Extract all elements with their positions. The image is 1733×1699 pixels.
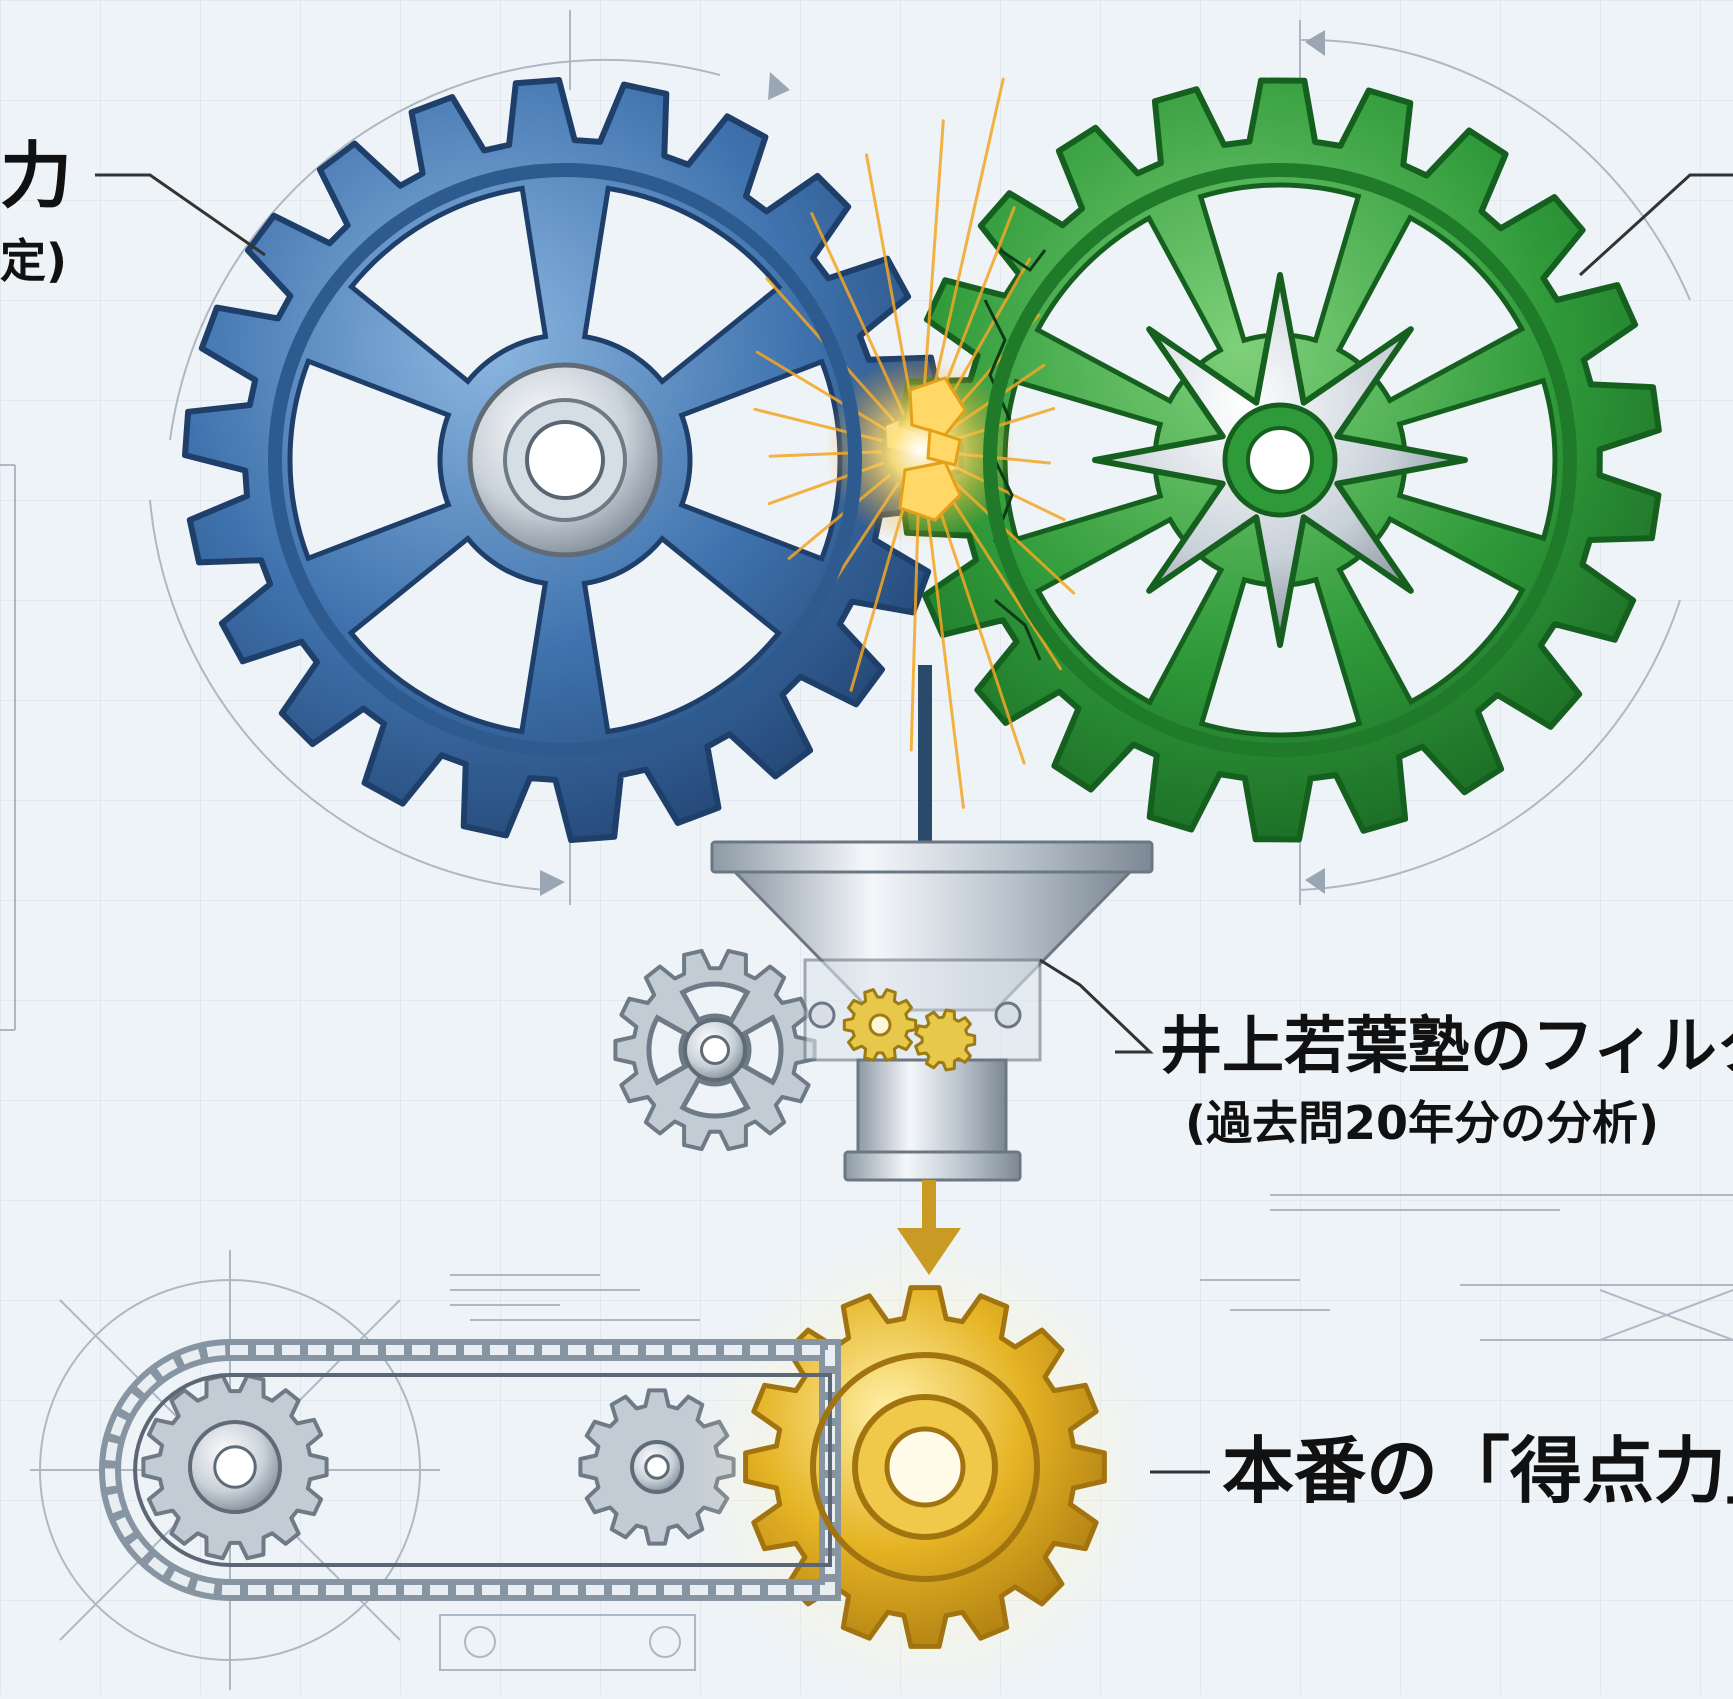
blue-gear-axle bbox=[525, 420, 605, 500]
grey-gear-axle bbox=[213, 1445, 257, 1489]
broken-tooth-fragments bbox=[898, 376, 967, 522]
conveyor-belt-icon bbox=[99, 1339, 841, 1601]
funnel-small-gold-gear-icon bbox=[914, 1008, 977, 1072]
small-grey-gear-icon-windows bbox=[646, 981, 784, 1119]
gold-gear-ring bbox=[810, 1352, 1040, 1582]
funnel-small-gold-gear-icon-body bbox=[914, 1008, 977, 1072]
blue-gear-icon-windows bbox=[287, 185, 843, 735]
gear-overlays bbox=[188, 163, 1577, 1582]
funnel-icon bbox=[710, 840, 1154, 1182]
green-gear-rim bbox=[983, 163, 1577, 757]
dimension-arrowheads bbox=[540, 30, 1325, 896]
leader-lines bbox=[95, 173, 1733, 1474]
grey-gear-axle bbox=[644, 1454, 670, 1480]
filter-label-subtitle: (過去問20年分の分析) bbox=[1185, 1096, 1660, 1150]
filter-label-title: 井上若葉塾のフィルタ bbox=[1160, 1009, 1733, 1082]
grey-gear-axle bbox=[700, 1035, 730, 1065]
gold-gear-axle bbox=[884, 1426, 966, 1508]
arrow-to-output-icon bbox=[897, 1180, 961, 1275]
green-gear-axle bbox=[1246, 426, 1314, 494]
collision-flash bbox=[825, 355, 1015, 545]
left-label-title: 力 bbox=[0, 134, 73, 218]
output-label-title: 本番の「得点力」 bbox=[1222, 1429, 1733, 1513]
left-label-subtitle: 定) bbox=[0, 234, 68, 288]
funnel-gear-axle bbox=[868, 1013, 892, 1037]
small-grey-gear-icon bbox=[613, 948, 817, 1152]
spark-ray bbox=[927, 77, 1005, 413]
green-gear-icon-windows bbox=[1002, 182, 1558, 738]
blue-gear-rim bbox=[268, 163, 862, 757]
